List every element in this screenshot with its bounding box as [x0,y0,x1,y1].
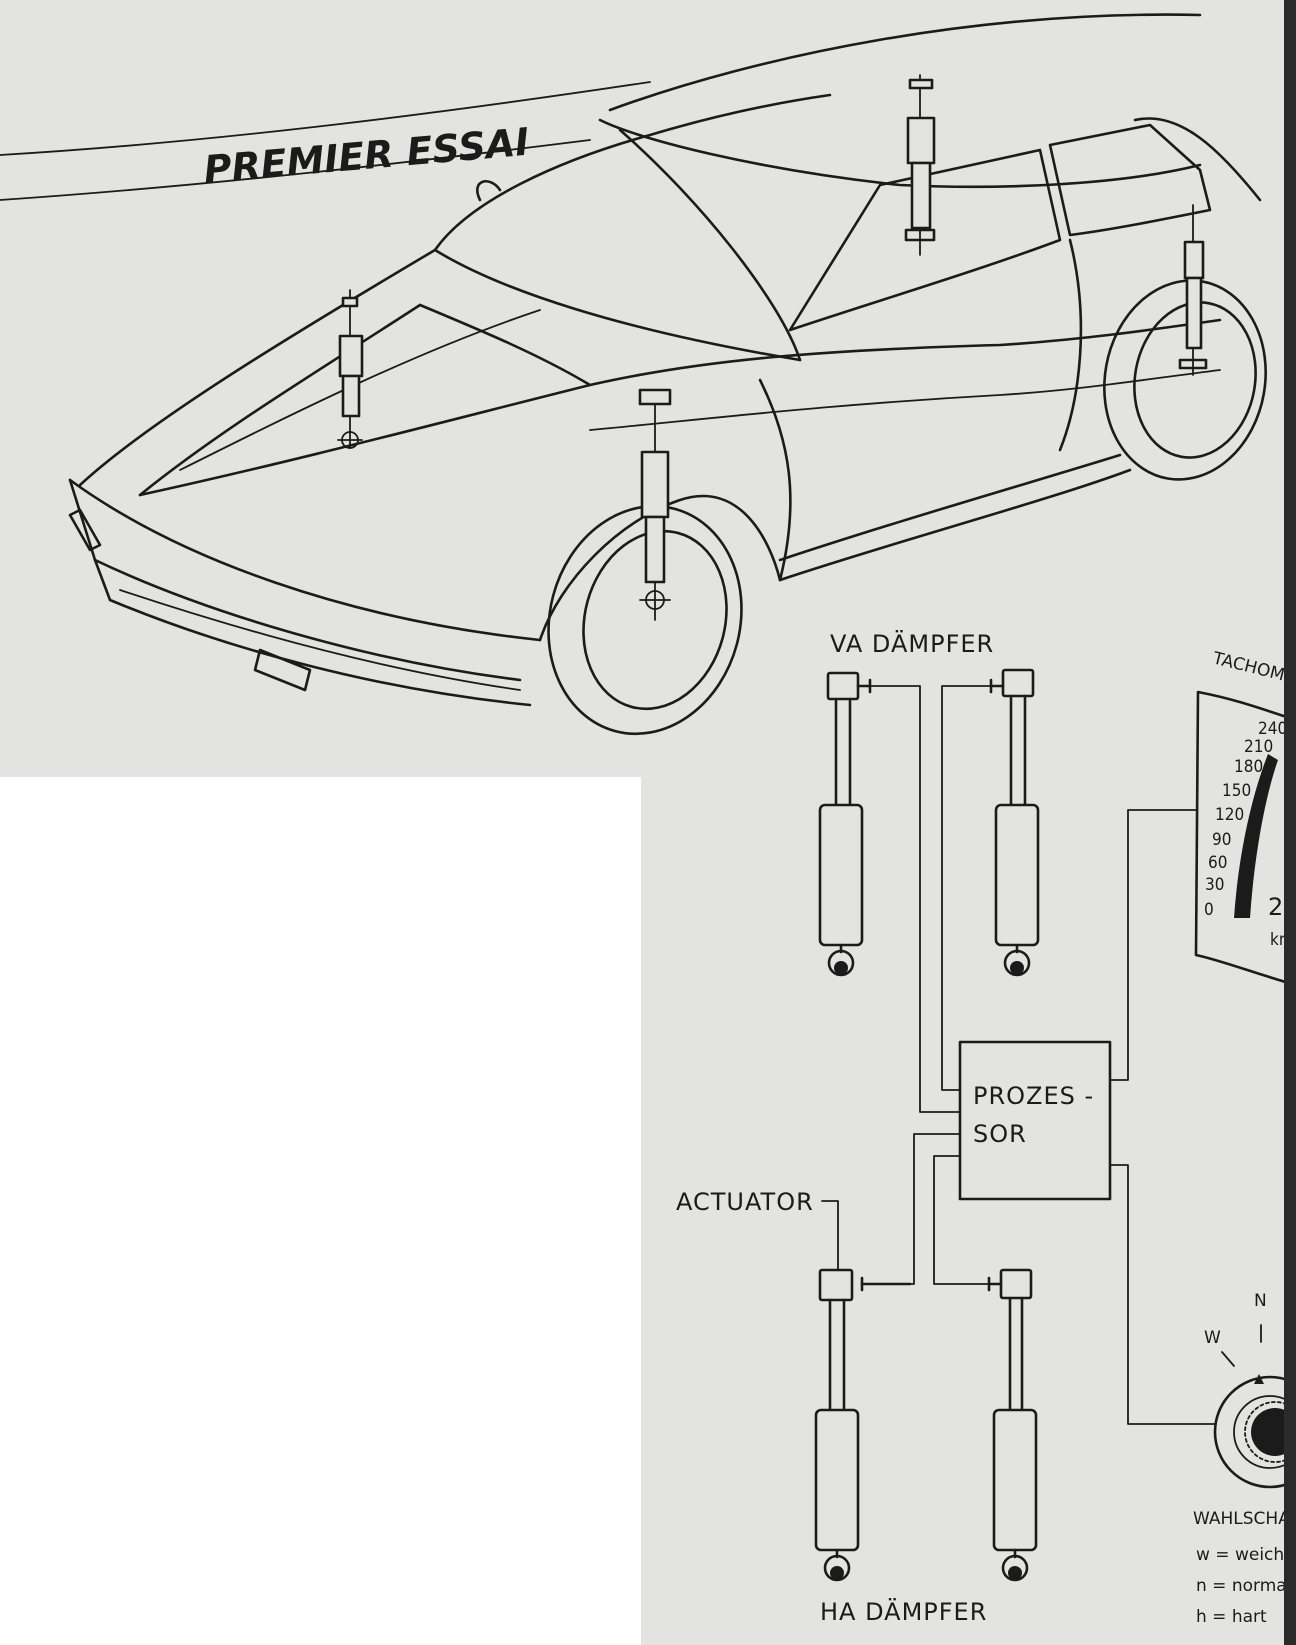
tacho-scale-150: 150 [1222,781,1251,801]
selector-legend-n: n = normal [1196,1576,1291,1596]
rear-right-damper [987,1268,1038,1582]
car-damper-rear-left [904,74,936,256]
tachometer: TACHOMETE 240 210 180 150 120 90 60 30 0… [1194,648,1296,987]
selector-pos-n: N [1254,1291,1267,1311]
actuator-callout: ACTUATOR [676,1188,839,1271]
rear-wheel [1103,279,1267,481]
car-damper-front-left [337,289,364,449]
tacho-scale-30: 30 [1205,875,1224,895]
front-left-damper [818,671,872,977]
front-dampers-label: VA DÄMPFER [830,629,994,658]
wiring [869,685,1223,1425]
selector-label: WAHLSCHALTE [1193,1509,1296,1529]
hood-panel [138,303,592,497]
blank-area [0,777,641,1645]
car-illustration [68,13,1267,736]
left-headlight [68,508,102,552]
windshield-top [433,93,832,252]
tacho-scale-0: 0 [1204,900,1214,920]
selector-pos-w: W [1204,1328,1221,1348]
right-headlight [253,648,312,692]
actuator-label: ACTUATOR [676,1188,814,1216]
car-damper-front-right [638,388,672,621]
tacho-scale-60: 60 [1208,853,1227,873]
tacho-scale-210: 210 [1244,737,1273,757]
mode-selector-switch: N W WAHLSCHALTE w = weich n = normal h =… [1193,1291,1296,1627]
page-edge [1284,0,1296,1645]
selector-legend-h: h = hart [1196,1607,1267,1627]
title-band: PREMIER ESSAI [0,81,651,201]
tacho-scale-90: 90 [1212,830,1231,850]
tacho-bar [1234,754,1278,918]
damper-schematic: VA DÄMPFER HA DÄMPFER [676,629,1296,1627]
tacho-scale-180: 180 [1234,757,1263,777]
selector-legend-w: w = weich [1196,1545,1284,1565]
tacho-scale-240: 240 [1258,719,1287,739]
car-damper-rear-right [1178,204,1208,376]
side-window [788,148,1062,332]
tachometer-label: TACHOMETE [1210,648,1296,693]
processor-label-line2: SOR [973,1120,1027,1148]
rear-left-damper [814,1268,912,1582]
front-wheel [547,504,743,736]
processor-box: PROZES - SOR [958,1040,1112,1201]
processor-label-line1: PROZES - [973,1082,1094,1110]
front-right-damper [989,668,1040,977]
rear-dampers-label: HA DÄMPFER [820,1597,987,1626]
tacho-scale-120: 120 [1215,805,1244,825]
